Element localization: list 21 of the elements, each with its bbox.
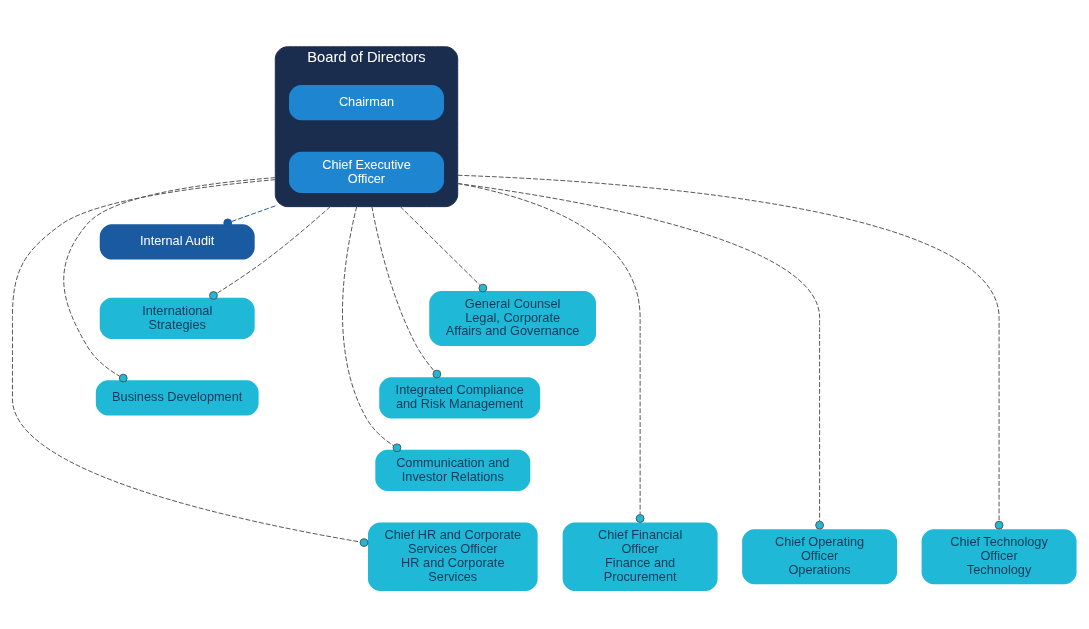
connector [63, 176, 276, 383]
node-box: Chief Financial Officer Finance and Procurement [562, 521, 718, 591]
node-box: Chief Operating Officer Operations [742, 528, 898, 584]
node-box: Chief Executive Officer [289, 151, 444, 193]
node-box: Chief Technology Officer Technology [921, 528, 1077, 584]
node-box: General Counsel Legal, Corporate Affairs and Governance [429, 290, 596, 346]
connector [209, 205, 331, 300]
node-box: Communication and Investor Relations [375, 449, 531, 491]
node-box: Integrated Compliance and Risk Management [379, 376, 541, 418]
node-box: International Strategies [99, 297, 255, 339]
connector [457, 182, 824, 530]
connector [223, 204, 276, 227]
node-box: Chief HR and Corporate Services Officer HR and Corporate Services [367, 521, 538, 591]
connector [342, 205, 402, 452]
connector [399, 205, 488, 292]
connector [371, 205, 442, 378]
node-box: Internal Audit [99, 223, 255, 260]
connector [457, 174, 1004, 530]
node-box: Chairman [289, 84, 444, 120]
connector [11, 178, 369, 547]
node-box: Business Development [95, 379, 259, 416]
